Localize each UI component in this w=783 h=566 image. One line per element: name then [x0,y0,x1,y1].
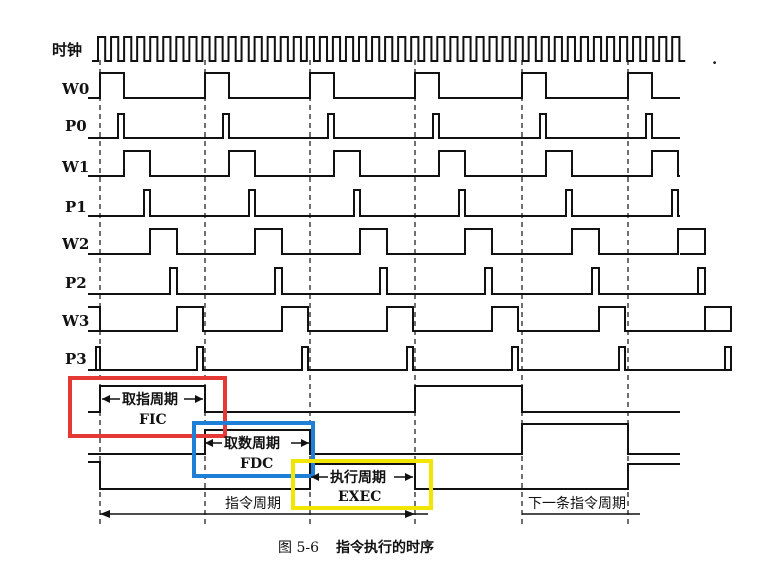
w3-wave [88,306,732,332]
fdc-state-wave [88,423,680,455]
fdc-highlight-box [192,421,315,478]
p3-wave [88,346,732,371]
waveforms [88,36,732,490]
w1-wave [88,150,680,177]
w2-wave [88,228,706,255]
p0-wave [88,113,680,139]
w3-leading-high [88,306,101,331]
signal-label-p2: P2 [65,274,87,292]
fdc-name: 取数周期 [224,435,280,452]
p2-wave [88,267,706,295]
trailing-dot: . [712,50,717,68]
caption-figure-number: 图 5-6 [278,540,319,556]
signal-label-w3: W3 [61,312,89,330]
exec-name: 执行周期 [330,469,386,486]
fdc-annotation: 取数周期 FDC [205,435,309,472]
signal-label-w0: W0 [61,80,89,98]
signal-label-p1: P1 [65,198,87,216]
caption-text: 指令执行的时序 [336,539,434,556]
next-instruction-cycle-label: 下一条指令周期 [528,495,626,512]
clock-wave [92,36,686,62]
fic-abbr: FIC [139,412,167,428]
exec-annotation: 执行周期 EXEC [311,469,413,505]
signal-label-p3: P3 [65,350,87,368]
signal-label-w1: W1 [61,158,89,176]
signal-labels: 时钟 W0 P0 W1 P1 W2 P2 W3 P3 . [52,41,717,368]
fic-name: 取指周期 [122,391,178,408]
fdc-abbr: FDC [240,456,273,472]
w0-wave [88,72,680,99]
p3-leading-pulse [95,346,101,370]
signal-label-p0: P0 [65,117,87,135]
exec-highlight-box [291,459,433,510]
instruction-cycle-span: 指令周期 下一条指令周期 [100,495,640,518]
signal-label-w2: W2 [61,235,89,253]
signal-label-clock: 时钟 [52,41,82,59]
exec-abbr: EXEC [338,489,381,505]
instruction-cycle-label: 指令周期 [225,496,281,512]
fic-state-wave [88,385,680,413]
fic-annotation: 取指周期 FIC [102,391,203,428]
fic-highlight-box [68,376,227,438]
p1-wave [88,189,680,217]
exec-state-wave [88,461,680,490]
